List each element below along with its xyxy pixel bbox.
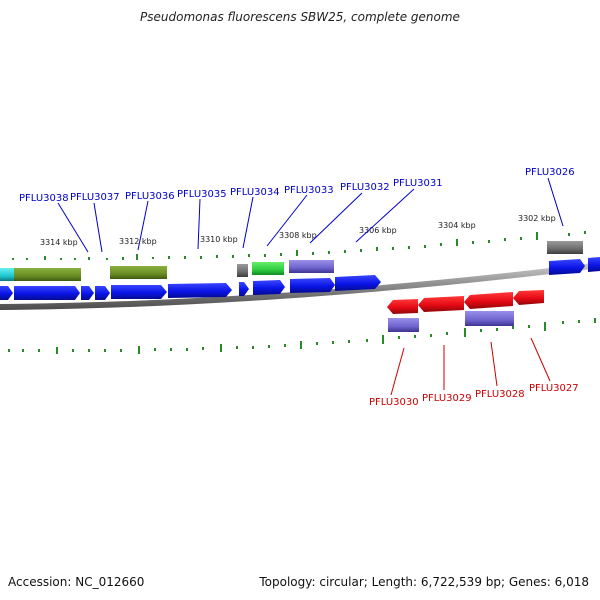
cds-arrow-forward [81,286,94,300]
reverse-cds-row [387,290,544,314]
cds-arrow-forward [0,286,13,300]
accession-text: Accession: NC_012660 [8,575,145,589]
forward-gene-labels: PFLU3038 PFLU3037 PFLU3036 PFLU3035 PFLU… [19,167,575,204]
gene-label-pflu3035: PFLU3035 [177,189,227,200]
map-title: Pseudomonas fluorescens SBW25, complete … [140,10,460,24]
cds-arrow-reverse [418,296,464,312]
cds-arrow-forward [253,280,285,295]
gene-label-pflu3036: PFLU3036 [125,191,175,202]
scale-tick-label: 3310 kbp [200,235,238,244]
gene-label-pflu3037: PFLU3037 [70,192,120,203]
scale-ticks: 3314 kbp 3312 kbp 3310 kbp 3308 kbp 3306… [40,214,556,247]
gene-label-pflu3030: PFLU3030 [369,397,419,408]
cds-arrow-forward [588,257,600,272]
reverse-leader-lines [390,337,551,396]
cds-arrow-forward [168,283,232,298]
gene-label-pflu3031: PFLU3031 [393,178,443,189]
genome-summary-text: Topology: circular; Length: 6,722,539 bp… [259,575,589,589]
cds-arrow-forward [335,275,381,291]
upper-feature-row [0,241,583,281]
gene-label-pflu3033: PFLU3033 [284,185,334,196]
lower-dotted-track [8,318,596,354]
scale-tick-label: 3314 kbp [40,238,78,247]
lower-feature-row [388,311,514,332]
cds-arrow-forward [14,286,80,300]
gene-label-pflu3028: PFLU3028 [475,389,525,400]
feature-block [465,311,514,326]
gene-label-pflu3038: PFLU3038 [19,193,69,204]
feature-block [14,268,81,281]
cds-arrow-reverse [513,290,544,305]
gene-label-pflu3032: PFLU3032 [340,182,390,193]
feature-block [252,262,284,275]
feature-block [110,266,167,279]
gene-label-pflu3034: PFLU3034 [230,187,280,198]
cds-arrow-forward [239,282,249,296]
forward-leader-lines [57,177,564,253]
upper-dotted-track [12,231,586,260]
scale-tick-label: 3312 kbp [119,237,157,246]
feature-block [289,260,334,273]
gene-label-pflu3026: PFLU3026 [525,167,575,178]
feature-block [0,268,14,281]
gene-label-pflu3029: PFLU3029 [422,393,472,404]
gene-label-pflu3027: PFLU3027 [529,383,579,394]
feature-block [547,241,583,254]
cds-arrow-forward [111,285,167,299]
scale-tick-label: 3302 kbp [518,214,556,223]
cds-arrow-forward [549,259,585,275]
cds-arrow-forward [95,286,110,300]
reverse-gene-labels: PFLU3030 PFLU3029 PFLU3028 PFLU3027 [369,383,579,408]
cds-arrow-reverse [387,299,418,314]
cds-arrow-reverse [464,292,513,309]
forward-cds-row [0,257,600,300]
scale-tick-label: 3306 kbp [359,226,397,235]
cds-arrow-forward [290,278,335,293]
feature-block [237,264,248,277]
feature-block [388,318,419,332]
scale-tick-label: 3308 kbp [279,231,317,240]
scale-tick-label: 3304 kbp [438,221,476,230]
genome-backbone [0,262,600,310]
